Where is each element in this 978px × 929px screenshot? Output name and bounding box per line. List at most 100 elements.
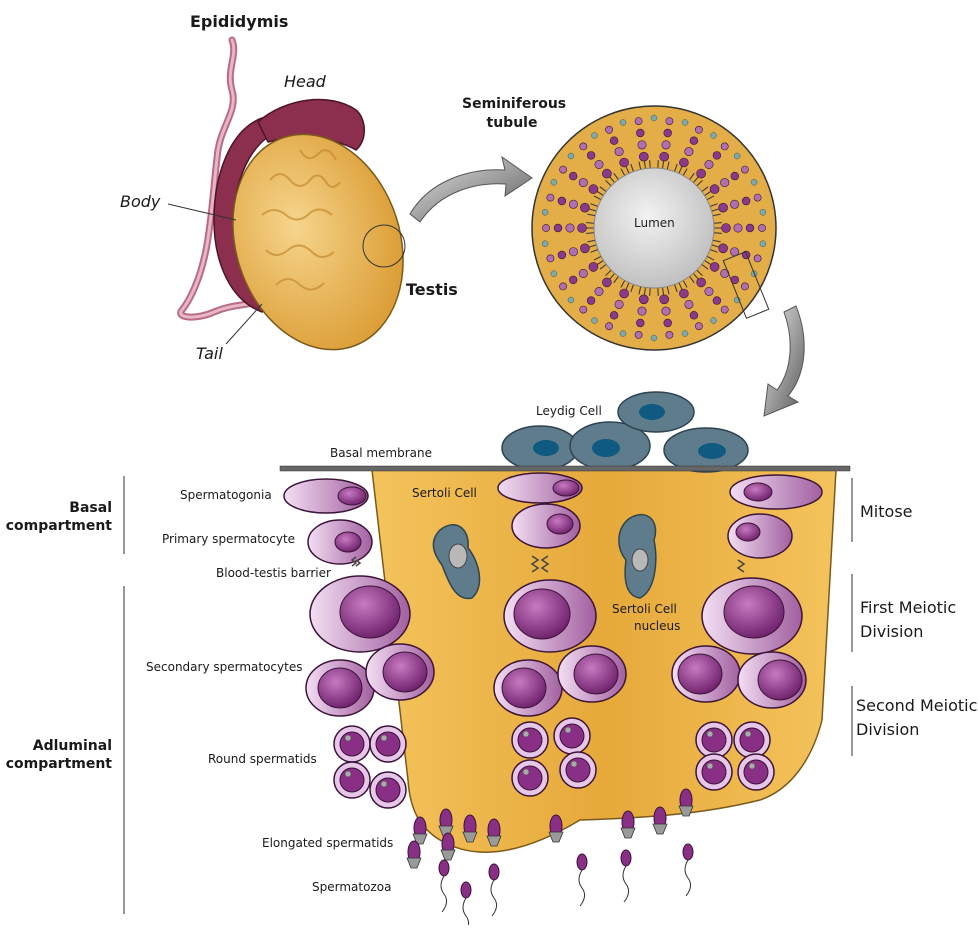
germ-cell — [639, 295, 648, 304]
germ-cell — [638, 307, 646, 315]
arrow-to-section — [764, 306, 804, 416]
elongated-spermatid — [487, 819, 501, 846]
germ-cell — [554, 224, 562, 232]
interstitial-cell — [568, 297, 574, 303]
germ-cell — [666, 331, 673, 338]
germ-cell — [638, 141, 646, 149]
germ-cell — [730, 200, 738, 208]
interstitial-cell — [751, 179, 757, 185]
germ-cell — [620, 158, 629, 167]
germ-cell — [587, 297, 595, 305]
germ-cell — [713, 297, 721, 305]
label-first-meiotic-line1: First Meiotic — [860, 598, 956, 617]
label-epididymis: Epididymis — [190, 12, 288, 31]
germ-cell — [595, 160, 603, 168]
label-secondary-spermatocytes: Secondary spermatocytes — [146, 660, 302, 674]
germ-cell — [606, 126, 613, 133]
primary-spermatocytes-large — [310, 576, 802, 654]
label-testis: Testis — [406, 280, 458, 299]
interstitial-cell — [651, 115, 657, 121]
round-spermatid — [334, 726, 370, 762]
germ-cell — [635, 118, 642, 125]
elongated-spermatid — [621, 811, 635, 838]
germ-cell — [666, 118, 673, 125]
germ-cell — [695, 323, 702, 330]
interstitial-cell — [592, 318, 598, 324]
label-basal-line1: Basal — [20, 500, 112, 516]
elongated-spermatid — [441, 833, 455, 860]
germ-cell — [578, 224, 587, 233]
germ-cell — [742, 197, 750, 205]
germ-cell — [579, 269, 587, 277]
label-second-meiotic-line2: Division — [856, 720, 919, 739]
label-spermatogonia: Spermatogonia — [180, 488, 272, 502]
germ-cell — [639, 152, 648, 161]
spermatozoon — [577, 854, 587, 906]
round-spermatid — [696, 722, 732, 758]
germ-cell — [721, 143, 728, 150]
spermatozoon — [683, 844, 693, 896]
germ-cell — [560, 283, 567, 290]
round-spermatid — [554, 718, 590, 754]
germ-cell — [569, 276, 577, 284]
interstitial-cell — [620, 331, 626, 337]
elongated-spermatid — [679, 789, 693, 816]
germ-cell — [746, 224, 754, 232]
germ-cell — [731, 172, 739, 180]
interstitial-cell — [760, 241, 766, 247]
sperm-tail — [714, 233, 722, 234]
germ-cell — [615, 147, 623, 155]
label-mitose: Mitose — [860, 502, 913, 521]
spermatozoon — [461, 882, 471, 925]
round-spermatid — [738, 754, 774, 790]
basal-membrane — [280, 466, 850, 471]
label-body: Body — [120, 192, 160, 211]
germ-cell — [636, 319, 644, 327]
germ-cell — [635, 331, 642, 338]
label-second-meiotic-line1: Second Meiotic — [856, 696, 977, 715]
germ-cell — [719, 244, 728, 253]
germ-cell — [620, 289, 629, 298]
germ-cell — [710, 262, 719, 271]
spermatozoon — [439, 860, 449, 912]
interstitial-cell — [568, 153, 574, 159]
sperm-tail — [650, 288, 651, 296]
label-leydig-cell: Leydig Cell — [536, 404, 602, 418]
germ-cell — [690, 137, 698, 145]
label-sertoli-nucleus-line2: nucleus — [634, 619, 680, 633]
elongated-spermatid — [439, 809, 453, 836]
germ-cell — [721, 178, 729, 186]
germ-cell — [580, 244, 589, 253]
label-lumen: Lumen — [634, 216, 675, 230]
germ-cell — [662, 307, 670, 315]
label-spermatozoa: Spermatozoa — [312, 880, 391, 894]
germ-cell — [662, 141, 670, 149]
germ-cell — [660, 152, 669, 161]
round-spermatid — [734, 722, 770, 758]
round-spermatid — [370, 726, 406, 762]
germ-cell — [606, 323, 613, 330]
germ-cell — [741, 166, 748, 173]
elongated-spermatid — [413, 817, 427, 844]
germ-cell — [758, 224, 765, 231]
interstitial-cell — [620, 120, 626, 126]
germ-cell — [660, 295, 669, 304]
interstitial-cell — [734, 153, 740, 159]
germ-cell — [690, 311, 698, 319]
germ-cell — [610, 311, 618, 319]
elongated-spermatid — [407, 841, 421, 868]
germ-cell — [679, 289, 688, 298]
sperm-tail — [586, 233, 594, 234]
germ-cell — [558, 197, 566, 205]
sperm-tail — [586, 223, 594, 224]
label-primary-spermatocyte: Primary spermatocyte — [162, 532, 295, 546]
label-adluminal-line2: compartment — [0, 756, 112, 772]
interstitial-cell — [542, 209, 548, 215]
interstitial-cell — [592, 133, 598, 139]
germ-cell — [542, 224, 549, 231]
spermatozoon — [489, 864, 499, 916]
interstitial-cell — [551, 271, 557, 277]
round-spermatid — [560, 752, 596, 788]
germ-cell — [587, 152, 595, 160]
